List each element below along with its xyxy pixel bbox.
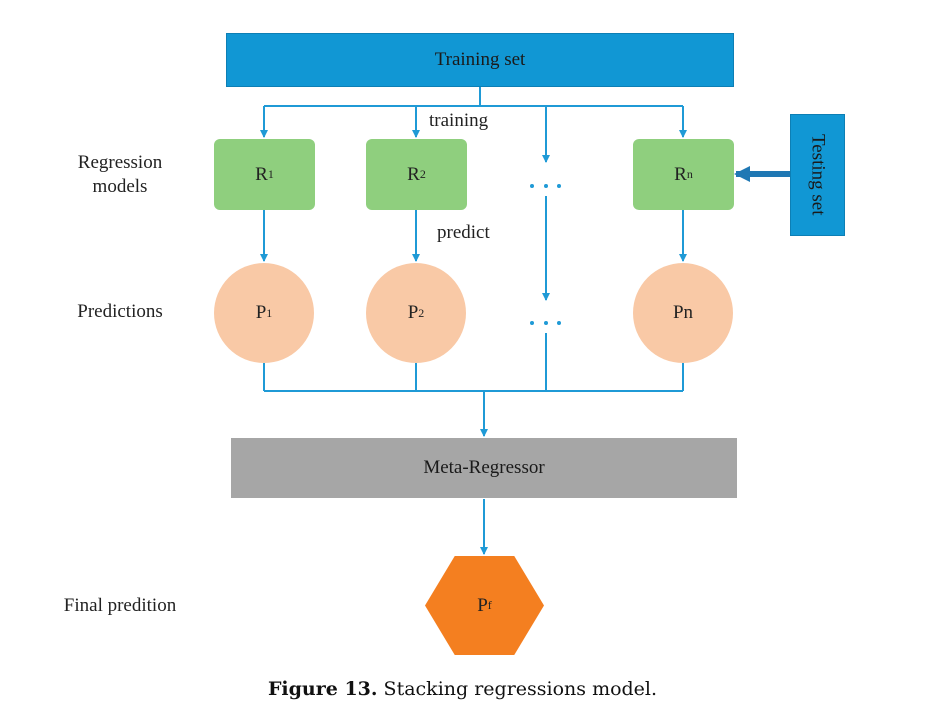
figure-caption-text: Stacking regressions model. xyxy=(377,678,658,700)
prediction-pn: Pn xyxy=(633,263,733,363)
predictions-label: Predictions xyxy=(77,301,163,322)
training-annotation: training xyxy=(429,110,489,131)
training-set-label: Training set xyxy=(434,49,526,70)
meta-regressor-label: Meta-Regressor xyxy=(423,457,545,478)
predict-annotation: predict xyxy=(437,222,490,243)
final-prediction-label: Final predition xyxy=(63,595,177,616)
ellipsis-dot xyxy=(530,184,534,188)
meta-regressor-box: Meta-Regressor xyxy=(231,438,737,498)
regression-models-label: Regression models xyxy=(77,152,163,197)
ellipsis-dot xyxy=(530,321,534,325)
figure-number: Figure 13. xyxy=(267,678,378,700)
ellipsis-dot xyxy=(557,321,561,325)
ellipsis-dot xyxy=(544,321,548,325)
testing-set-box: Testing set xyxy=(790,114,845,236)
ellipsis-dot xyxy=(544,184,548,188)
figure-caption: Figure 13. Stacking regressions model. xyxy=(0,678,925,700)
testing-set-label: Testing set xyxy=(807,134,829,216)
ellipsis-dot xyxy=(557,184,561,188)
training-set-box: Training set xyxy=(226,33,734,87)
